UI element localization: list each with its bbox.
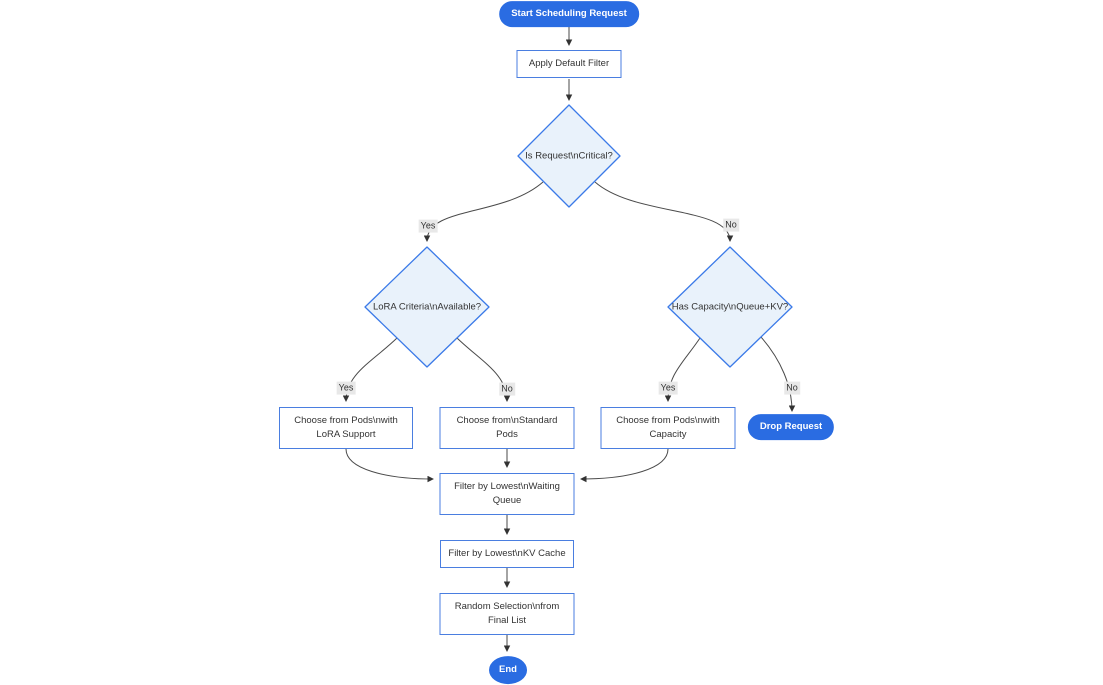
edge-is-critical-yes <box>423 181 544 242</box>
node-filter-waiting-queue: Filter by Lowest\nWaiting Queue <box>439 473 575 515</box>
node-label-filter-waiting-queue: Filter by Lowest\nWaiting Queue <box>454 481 560 506</box>
edge-capacity-no <box>760 336 796 412</box>
node-is-critical-shape <box>517 104 621 208</box>
node-filter-kv-cache: Filter by Lowest\nKV Cache <box>440 540 574 568</box>
node-label-apply-default-filter: Apply Default Filter <box>528 58 610 70</box>
node-choose-lora-pods: Choose from Pods\nwith LoRA Support <box>279 407 413 449</box>
node-label-choose-capacity-pods: Choose from Pods\nwith Capacity <box>616 415 720 440</box>
node-label-lora-criteria: LoRA Criteria\nAvailable? <box>372 301 482 313</box>
node-start: Start Scheduling Request <box>499 1 639 27</box>
edge-lora-pods-to-filter-wq <box>345 448 434 483</box>
edge-capacity-pods-to-filter-wq <box>580 448 669 483</box>
edge-label-capacity-yes: Yes <box>658 381 678 395</box>
edge-label-critical-no: No <box>723 218 739 232</box>
node-label-filter-kv-cache: Filter by Lowest\nKV Cache <box>448 548 566 560</box>
node-end: End <box>489 656 527 684</box>
node-random-selection: Random Selection\nfrom Final List <box>439 593 575 635</box>
node-label-is-critical: Is Request\nCritical? <box>525 150 613 162</box>
edge-label-lora-no: No <box>499 382 515 396</box>
node-label-choose-lora-pods: Choose from Pods\nwith LoRA Support <box>294 415 398 440</box>
edge-label-critical-yes: Yes <box>418 219 438 233</box>
edge-is-critical-no <box>594 181 734 242</box>
node-label-choose-standard-pods: Choose from\nStandard Pods <box>456 415 558 440</box>
node-choose-capacity-pods: Choose from Pods\nwith Capacity <box>600 407 736 449</box>
edge-label-capacity-no: No <box>784 381 800 395</box>
node-choose-standard-pods: Choose from\nStandard Pods <box>439 407 575 449</box>
node-has-capacity-shape <box>667 246 793 368</box>
node-apply-default-filter: Apply Default Filter <box>516 50 622 78</box>
node-label-random-selection: Random Selection\nfrom Final List <box>454 601 560 626</box>
edge-label-lora-yes: Yes <box>336 381 356 395</box>
node-label-has-capacity: Has Capacity\nQueue+KV? <box>671 301 789 313</box>
node-drop-request: Drop Request <box>747 414 835 440</box>
node-lora-criteria-shape <box>364 246 490 368</box>
